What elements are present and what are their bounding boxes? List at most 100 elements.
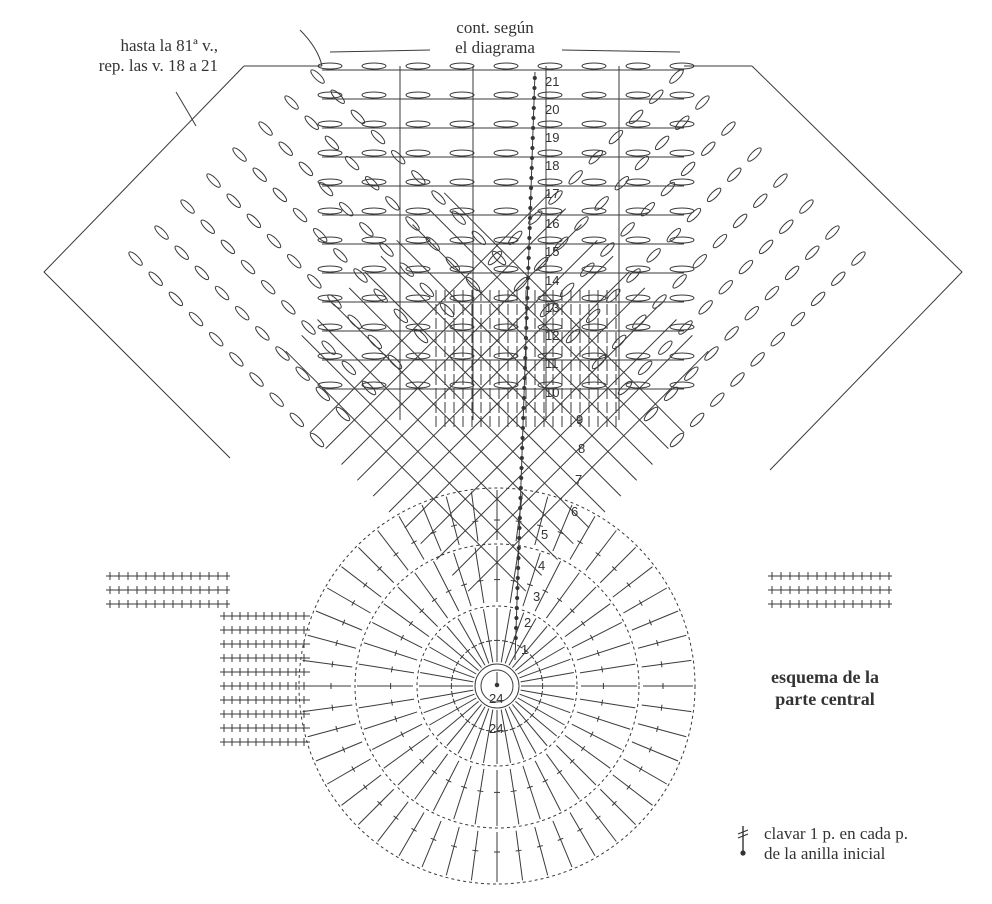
stitch-mark bbox=[327, 587, 371, 614]
chain-mark bbox=[370, 129, 386, 145]
stitch-mark bbox=[486, 729, 493, 732]
chain-mark bbox=[493, 265, 519, 273]
chain-mark bbox=[533, 256, 549, 272]
stitch-mark bbox=[519, 658, 571, 679]
stitch-mark bbox=[595, 552, 601, 557]
chain-mark bbox=[385, 196, 400, 211]
chain-mark bbox=[335, 406, 351, 422]
stitch-mark bbox=[341, 566, 382, 598]
chain-mark bbox=[327, 294, 342, 309]
stitch-mark bbox=[542, 778, 549, 783]
chain-mark bbox=[701, 141, 716, 156]
stitch-mark bbox=[461, 785, 468, 789]
chain-mark bbox=[669, 432, 685, 448]
round-number: 4 bbox=[538, 558, 545, 573]
chain-mark bbox=[168, 291, 184, 307]
chain-mark bbox=[537, 207, 563, 215]
round-number: 20 bbox=[545, 102, 559, 117]
chain-mark bbox=[658, 340, 673, 355]
brace-left bbox=[329, 49, 431, 53]
marker-dot bbox=[515, 595, 520, 601]
chain-mark bbox=[831, 271, 846, 286]
chain-mark bbox=[710, 392, 725, 407]
stitch-mark bbox=[556, 769, 563, 775]
stitch-mark bbox=[656, 725, 659, 732]
chain-mark bbox=[361, 149, 387, 157]
chain-mark bbox=[180, 199, 195, 214]
stitch-mark bbox=[358, 698, 415, 709]
stitch-mark bbox=[637, 634, 687, 649]
stitch-mark bbox=[419, 758, 425, 764]
stitch-mark bbox=[515, 520, 522, 523]
chain-mark bbox=[249, 372, 264, 387]
stitch-mark bbox=[327, 758, 371, 785]
stitch-mark bbox=[451, 524, 458, 527]
stitch-mark bbox=[358, 788, 395, 825]
stitch-mark bbox=[638, 766, 643, 772]
stitch-mark bbox=[569, 516, 596, 560]
chain-mark bbox=[491, 250, 507, 266]
stitch-mark bbox=[431, 597, 438, 603]
chain-mark bbox=[234, 305, 250, 321]
chain-mark bbox=[625, 265, 651, 273]
chain-mark bbox=[689, 412, 705, 428]
stitch-mark bbox=[351, 766, 356, 772]
diag-line bbox=[452, 335, 693, 576]
chain-mark bbox=[851, 251, 866, 266]
marker-dot bbox=[516, 545, 521, 551]
diag-line bbox=[356, 239, 598, 481]
chain-mark bbox=[507, 230, 523, 246]
stitch-mark bbox=[534, 760, 562, 811]
chain-mark bbox=[581, 207, 607, 215]
stitch-mark bbox=[660, 661, 663, 668]
chain-mark bbox=[784, 265, 800, 281]
stitch-mark bbox=[508, 618, 537, 666]
chain-mark bbox=[825, 225, 840, 240]
chain-mark bbox=[449, 178, 475, 186]
chain-mark bbox=[246, 213, 262, 229]
chain-mark bbox=[449, 207, 475, 215]
stitch-mark bbox=[446, 704, 482, 747]
chain-mark bbox=[493, 149, 519, 157]
stitch-mark bbox=[596, 650, 600, 657]
stitch-mark bbox=[393, 552, 399, 557]
stitch-mark bbox=[534, 826, 549, 876]
chain-mark bbox=[537, 178, 563, 186]
stitch-mark bbox=[445, 778, 452, 783]
chain-mark bbox=[174, 245, 189, 260]
stitch-mark bbox=[469, 612, 490, 664]
chain-mark bbox=[266, 233, 282, 249]
marker-dot bbox=[526, 265, 531, 271]
stitch-mark bbox=[512, 625, 548, 668]
stitch-mark bbox=[400, 634, 405, 641]
marker-dot bbox=[532, 85, 537, 91]
stitch-mark bbox=[363, 711, 418, 730]
stitch-mark bbox=[377, 530, 409, 571]
stitch-mark bbox=[601, 699, 604, 706]
scheme-title: esquema de la parte central bbox=[740, 666, 910, 710]
marker-dot bbox=[519, 475, 524, 481]
stitch-mark bbox=[520, 671, 574, 683]
diag-line bbox=[372, 255, 614, 497]
stitch-mark bbox=[534, 660, 539, 667]
marker-dot bbox=[517, 525, 522, 531]
stitch-mark bbox=[648, 746, 652, 753]
diag-line bbox=[436, 319, 677, 560]
pointer-left bbox=[175, 91, 197, 127]
chain-mark bbox=[625, 352, 651, 360]
chain-mark bbox=[338, 201, 354, 217]
stitch-mark bbox=[579, 698, 636, 709]
stitch-mark bbox=[515, 701, 558, 737]
chain-mark bbox=[405, 265, 431, 273]
stitch-mark bbox=[390, 699, 393, 706]
chain-mark bbox=[148, 271, 163, 286]
stitch-mark bbox=[580, 745, 586, 752]
stitch-mark bbox=[545, 753, 580, 800]
chain-mark bbox=[367, 334, 383, 350]
marker-dot bbox=[529, 165, 534, 171]
stitch-mark bbox=[482, 609, 494, 663]
chain-mark bbox=[559, 282, 575, 298]
stitch-mark bbox=[552, 504, 573, 552]
stitch-mark bbox=[545, 572, 580, 619]
chain-mark bbox=[721, 121, 736, 136]
